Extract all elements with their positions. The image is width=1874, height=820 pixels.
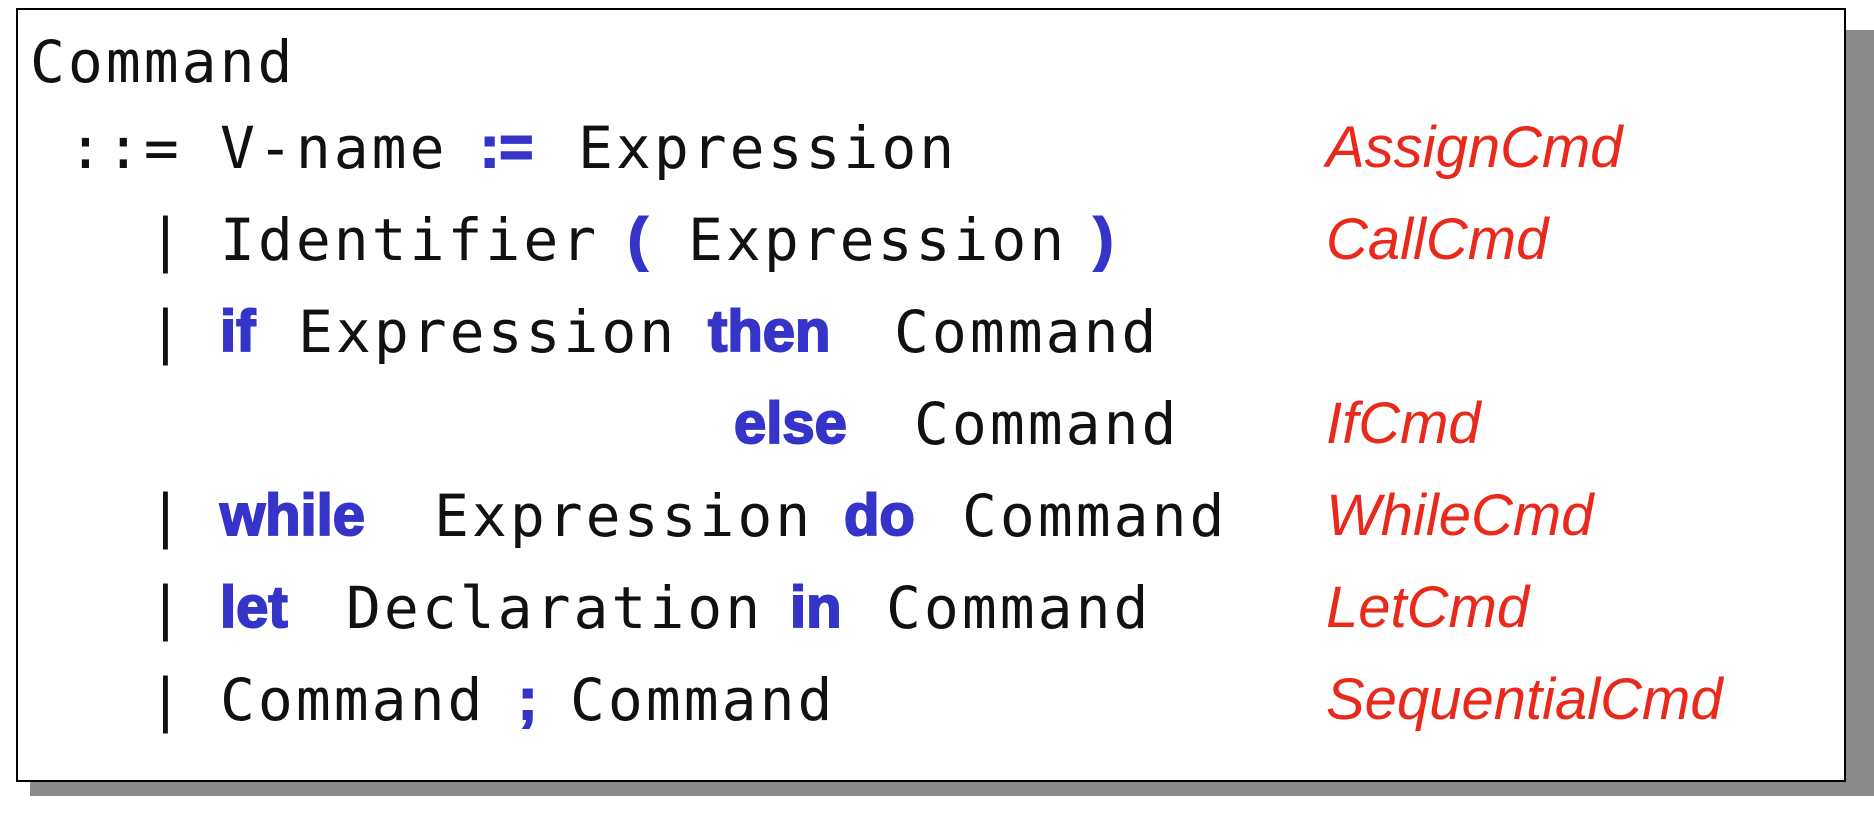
grammar-lhs-line: Command [18, 22, 1844, 102]
in-keyword: in [789, 574, 843, 641]
lparen-keyword: ( [627, 206, 648, 273]
alternative-bar: | [148, 206, 186, 274]
sequentialcmd-label: SequentialCmd [1326, 667, 1723, 732]
production-sequential: | Command ; Command SequentialCmd [18, 660, 1844, 740]
command-nonterminal: Command [220, 666, 486, 734]
command-nonterminal: Command [894, 298, 1160, 366]
production-if: | if Expression then Command [18, 292, 1844, 372]
else-keyword: else [733, 390, 848, 457]
production-assign: ::= V-name := Expression AssignCmd [18, 108, 1844, 188]
alternative-bar: | [148, 574, 186, 642]
letcmd-label: LetCmd [1326, 575, 1530, 640]
command-nonterminal: Command [914, 390, 1180, 458]
if-keyword: if [219, 298, 256, 365]
declaration-nonterminal: Declaration [346, 574, 764, 642]
production-call: | Identifier ( Expression ) CallCmd [18, 200, 1844, 280]
expression-nonterminal: Expression [688, 206, 1068, 274]
lhs-nonterminal: Command [30, 28, 296, 96]
vname-nonterminal: V-name [220, 114, 448, 182]
expression-nonterminal: Expression [298, 298, 678, 366]
rparen-keyword: ) [1093, 206, 1114, 273]
callcmd-label: CallCmd [1326, 207, 1549, 272]
while-keyword: while [219, 482, 366, 549]
alternative-bar: | [148, 298, 186, 366]
command-nonterminal: Command [962, 482, 1228, 550]
production-while: | while Expression do Command WhileCmd [18, 476, 1844, 556]
alternative-bar: | [148, 482, 186, 550]
expression-nonterminal: Expression [578, 114, 958, 182]
then-keyword: then [707, 298, 831, 365]
assign-keyword: := [479, 114, 534, 181]
whilecmd-label: WhileCmd [1326, 483, 1594, 548]
alternative-bar: | [148, 666, 186, 734]
do-keyword: do [843, 482, 916, 549]
let-keyword: let [219, 574, 289, 641]
ifcmd-label: IfCmd [1326, 391, 1481, 456]
command-nonterminal: Command [570, 666, 836, 734]
define-symbol: ::= [68, 114, 182, 182]
semicolon-keyword: ; [517, 666, 538, 733]
grammar-panel: Command ::= V-name := Expression AssignC… [16, 8, 1846, 782]
command-nonterminal: Command [886, 574, 1152, 642]
expression-nonterminal: Expression [434, 482, 814, 550]
assigncmd-label: AssignCmd [1326, 115, 1623, 180]
production-if-else: else Command IfCmd [18, 384, 1844, 464]
production-let: | let Declaration in Command LetCmd [18, 568, 1844, 648]
identifier-nonterminal: Identifier [220, 206, 600, 274]
